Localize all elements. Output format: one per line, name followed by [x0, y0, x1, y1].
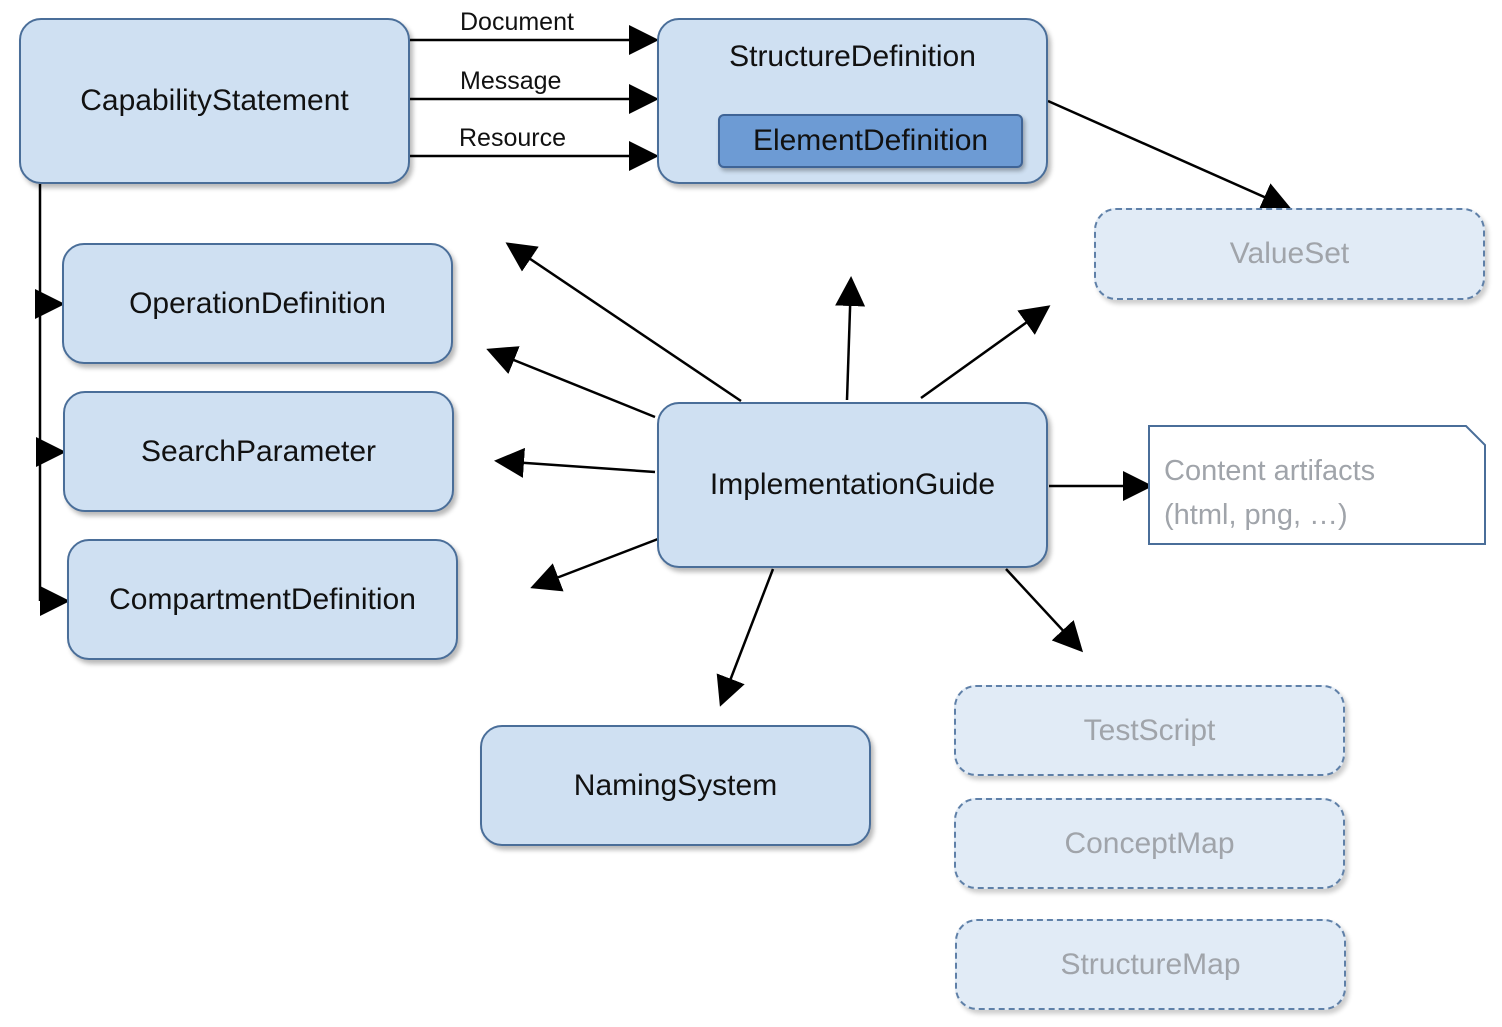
arrow-ig-naming: [716, 568, 775, 707]
arrow-ig-1: [505, 242, 742, 403]
node-test-script[interactable]: TestScript: [954, 685, 1345, 776]
arrow-ig-6: [920, 305, 1051, 400]
note-line-2: (html, png, …): [1164, 499, 1348, 531]
note-text: Content artifacts (html, png, …): [1164, 449, 1375, 537]
node-naming-system[interactable]: NamingSystem: [480, 725, 871, 846]
node-capability-statement[interactable]: CapabilityStatement: [19, 18, 410, 184]
node-value-set[interactable]: ValueSet: [1094, 208, 1485, 300]
node-concept-map[interactable]: ConceptMap: [954, 798, 1345, 889]
node-search-parameter[interactable]: SearchParameter: [63, 391, 454, 512]
arrow-ig-4: [530, 537, 659, 592]
note-content-artifacts[interactable]: Content artifacts (html, png, …): [1148, 425, 1486, 545]
node-implementation-guide[interactable]: ImplementationGuide: [657, 402, 1048, 568]
note-line-1: Content artifacts: [1164, 455, 1376, 487]
edge-label-message: Message: [460, 67, 562, 95]
node-compartment-definition[interactable]: CompartmentDefinition: [67, 539, 458, 660]
arrow-ig-5: [835, 276, 866, 401]
node-element-definition[interactable]: ElementDefinition: [718, 114, 1023, 168]
arrow-ig-7: [1005, 568, 1084, 653]
arrow-ig-2: [486, 346, 656, 419]
node-operation-definition[interactable]: OperationDefinition: [62, 243, 453, 364]
edge-label-resource: Resource: [459, 124, 566, 152]
structure-definition-label: StructureDefinition: [729, 40, 976, 73]
note-shape: [1148, 425, 1486, 545]
arrow-ig-3: [494, 447, 656, 478]
node-structure-map[interactable]: StructureMap: [955, 919, 1346, 1010]
edge-label-document: Document: [460, 8, 574, 36]
arrow-to-valueset: [1047, 99, 1292, 211]
